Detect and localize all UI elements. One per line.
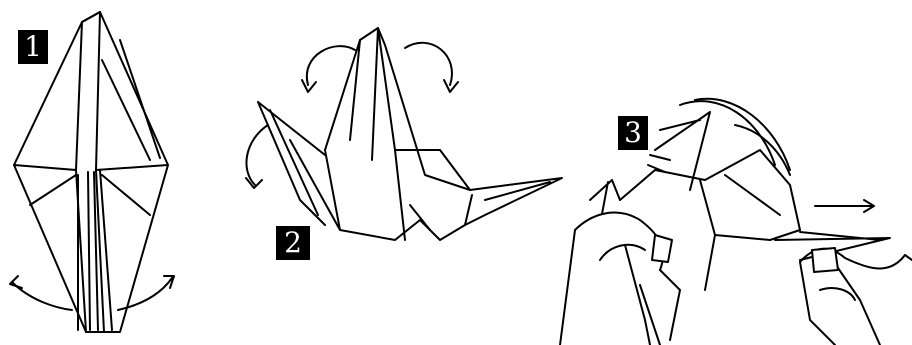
step-3-illustration bbox=[560, 99, 912, 345]
step-2-illustration bbox=[246, 28, 562, 240]
step-number-2: 2 bbox=[276, 226, 310, 260]
step-number-3: 3 bbox=[618, 116, 648, 150]
step-number-1: 1 bbox=[18, 30, 48, 64]
